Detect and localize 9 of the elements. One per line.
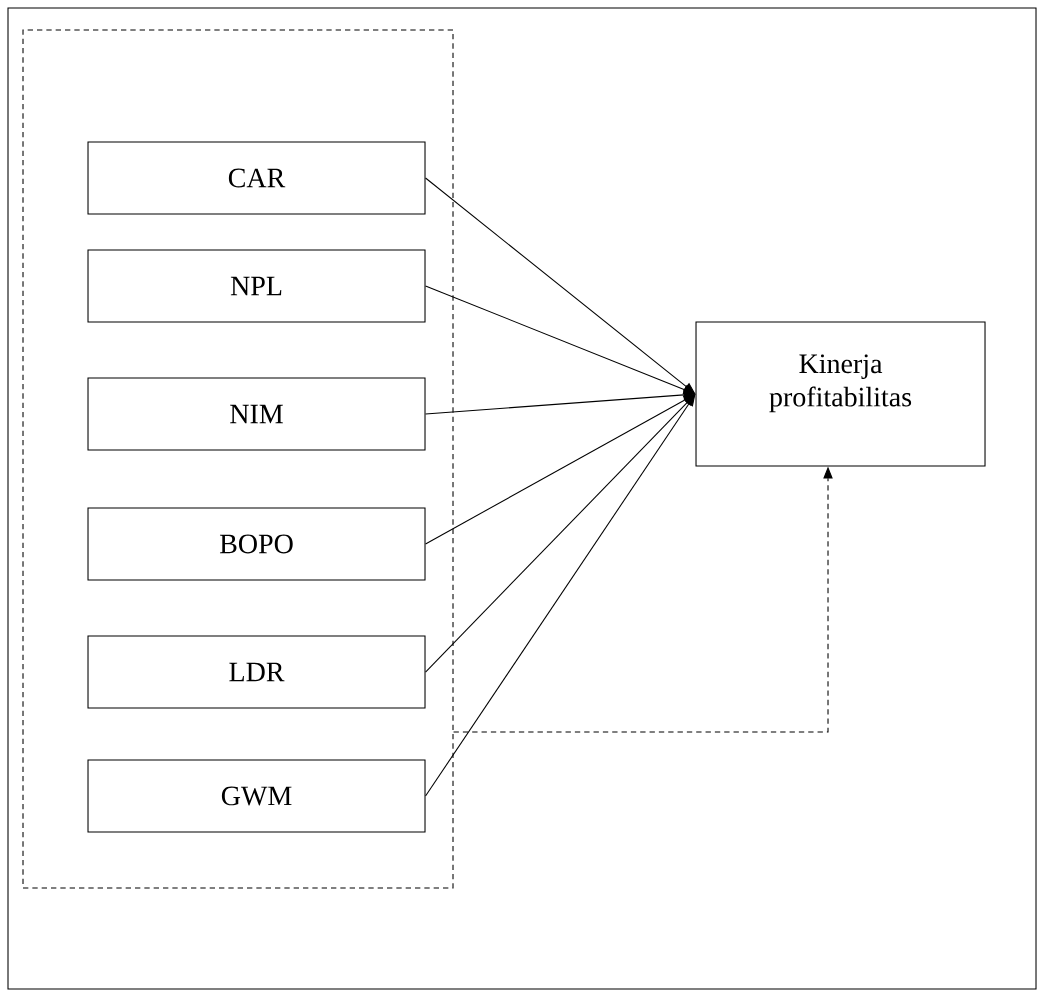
- arrow: [425, 394, 696, 797]
- variable-box: Kinerja profitabilitas: [695, 321, 986, 467]
- variable-box: NIM: [87, 377, 426, 451]
- group-box: [22, 29, 454, 889]
- variable-box: GWM: [87, 759, 426, 833]
- variable-box: NPL: [87, 249, 426, 323]
- variable-box: LDR: [87, 635, 426, 709]
- variable-box: CAR: [87, 141, 426, 215]
- variable-box: BOPO: [87, 507, 426, 581]
